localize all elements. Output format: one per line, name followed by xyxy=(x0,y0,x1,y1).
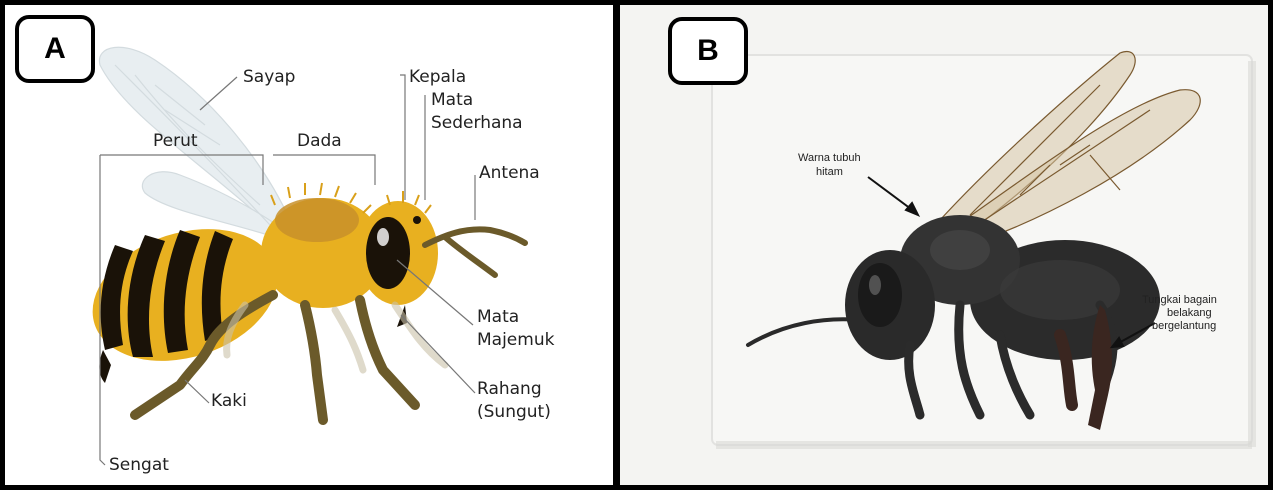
label-mata-majemuk-2: Majemuk xyxy=(477,330,554,351)
label-mata-sederhana-1: Mata xyxy=(431,90,473,111)
label-dada: Dada xyxy=(297,131,342,152)
antenna xyxy=(425,229,525,275)
label-tungkai-bagain: Tungkai bagain xyxy=(1142,294,1217,307)
panel-b: B Warna tubuh hitam Tungkai bagain belak… xyxy=(620,5,1268,485)
label-rahang-1: Rahang xyxy=(477,379,542,400)
label-rahang-2: (Sungut) xyxy=(477,402,551,423)
label-bergelantung: bergelantung xyxy=(1152,320,1216,333)
label-antena: Antena xyxy=(479,163,540,184)
label-warna-tubuh: Warna tubuh xyxy=(798,152,861,165)
label-sayap: Sayap xyxy=(243,67,295,88)
label-mata-sederhana-2: Sederhana xyxy=(431,113,523,134)
label-mata-majemuk-1: Mata xyxy=(477,307,519,328)
panel-a: A Sayap Perut Dada Kepala Mata Sederhana… xyxy=(5,5,613,485)
label-kaki: Kaki xyxy=(211,391,247,412)
label-sengat: Sengat xyxy=(109,455,169,476)
label-kepala: Kepala xyxy=(409,67,466,88)
panel-a-label: A xyxy=(15,15,95,83)
head xyxy=(358,191,438,305)
panel-b-label: B xyxy=(668,17,748,85)
label-perut: Perut xyxy=(153,131,198,152)
label-hitam: hitam xyxy=(816,166,843,179)
label-belakang: belakang xyxy=(1167,307,1212,320)
panel-divider xyxy=(613,0,620,490)
